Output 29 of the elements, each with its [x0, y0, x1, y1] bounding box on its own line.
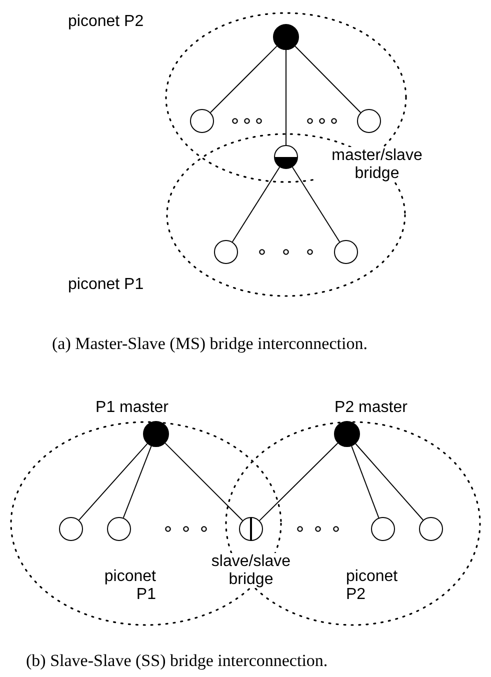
piconet-label: piconet P2 — [346, 568, 399, 605]
connection-line — [210, 46, 278, 114]
slave-node — [334, 240, 358, 264]
figure-caption: (a) Master-Slave (MS) bridge interconnection. — [52, 333, 368, 355]
piconet-label: piconet P1 — [68, 276, 145, 294]
slave-node — [59, 517, 83, 541]
connection-line — [164, 442, 244, 522]
master-node — [334, 421, 360, 447]
connection-line — [232, 166, 280, 242]
slave-node — [357, 109, 381, 133]
master-node — [273, 24, 299, 50]
slave-node — [107, 517, 131, 541]
connection-line — [292, 166, 340, 242]
figure-caption: (b) Slave-Slave (SS) bridge interconnection. — [26, 650, 328, 672]
connection-line — [355, 443, 424, 520]
piconet-label: piconet P2 — [68, 13, 145, 32]
slave-node — [371, 517, 395, 541]
connection-line — [351, 446, 380, 518]
piconet-label: piconet P1 — [103, 568, 156, 605]
connection-line — [259, 442, 338, 522]
connection-line — [78, 443, 148, 521]
slave-node — [419, 517, 443, 541]
connection-line — [294, 46, 362, 113]
bridge-node — [274, 145, 298, 169]
slave-node — [214, 240, 238, 264]
connection-line — [122, 446, 152, 518]
slave-node — [190, 109, 214, 133]
bridge-node — [239, 517, 263, 541]
master-node — [143, 421, 169, 447]
